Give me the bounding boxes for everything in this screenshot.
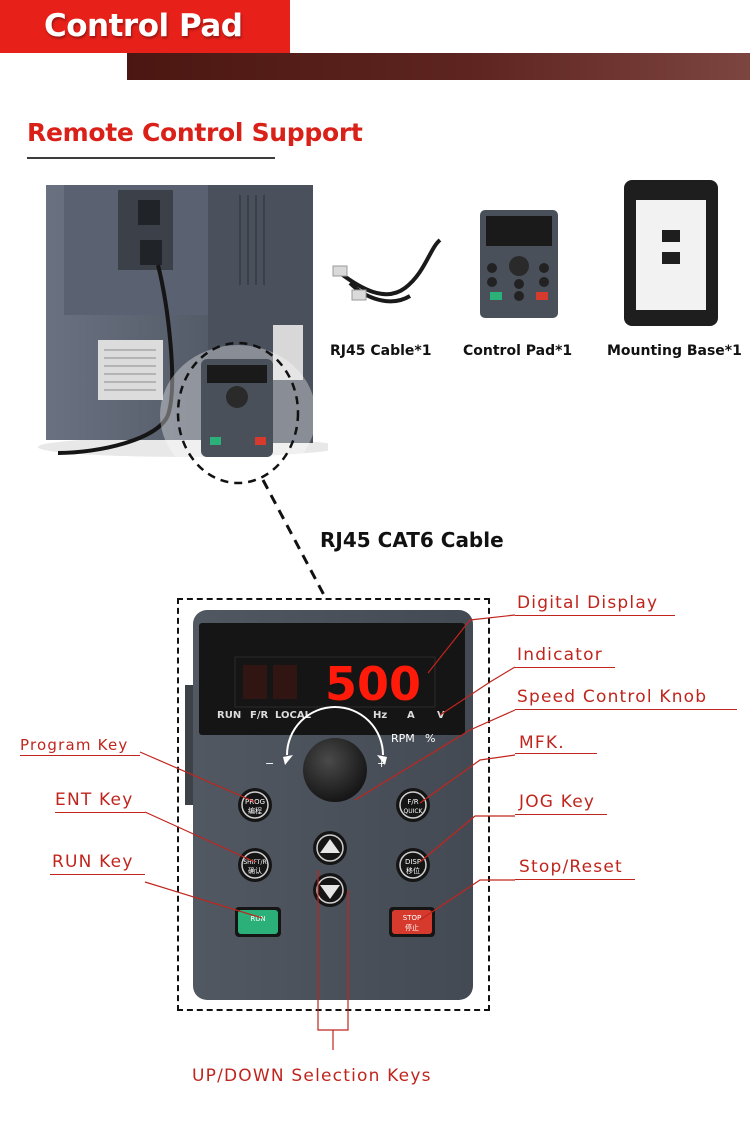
callout-underline [515, 709, 737, 710]
callout-run-key: RUN Key [52, 852, 134, 872]
callout-underline [515, 814, 607, 815]
ent-key[interactable]: SHIFT/R 确认 [238, 848, 272, 882]
keypad-diagram: 500 RUN F/R LOCAL Hz A V RPM % − + PROG … [185, 610, 473, 1000]
mounting-base-image [624, 180, 718, 326]
accessory-label-cable: RJ45 Cable*1 [330, 343, 432, 359]
plus-label: + [377, 757, 386, 770]
callout-underline [50, 874, 145, 875]
subtitle-underline [27, 157, 275, 159]
rj45-cable-image [332, 238, 442, 304]
svg-text:QUICK: QUICK [403, 808, 423, 815]
display-readout: 500 [325, 657, 421, 711]
callout-stop-reset: Stop/Reset [519, 857, 623, 877]
down-key[interactable] [313, 873, 347, 907]
callout-program-key: Program Key [20, 736, 129, 754]
svg-text:停止: 停止 [405, 923, 419, 932]
callout-updown-keys: UP/DOWN Selection Keys [192, 1066, 432, 1086]
page-title: Control Pad [44, 8, 243, 44]
zoom-ellipse [176, 341, 300, 485]
callout-underline [515, 615, 675, 616]
indicator-v: V [437, 710, 445, 721]
svg-text:F/R: F/R [407, 798, 418, 806]
cable-connector-line [261, 479, 327, 598]
svg-text:移位: 移位 [406, 866, 420, 875]
svg-text:SHIFT/R: SHIFT/R [243, 859, 266, 866]
up-arrow-icon [320, 839, 340, 853]
up-key[interactable] [313, 831, 347, 865]
down-arrow-icon [320, 885, 340, 899]
svg-text:RUN: RUN [250, 915, 265, 923]
frq-key[interactable]: F/R QUICK [396, 788, 430, 822]
indicator-run: RUN [217, 710, 241, 721]
callout-mfk: MFK. [519, 733, 565, 753]
callout-underline [515, 753, 597, 754]
callout-underline [20, 755, 140, 756]
minus-label: − [265, 757, 274, 770]
disp-key[interactable]: DISP 移位 [396, 848, 430, 882]
control-pad-image [480, 210, 558, 318]
rpm-label: RPM [391, 732, 415, 745]
callout-leader-lines [139, 614, 516, 1050]
callout-digital-display: Digital Display [517, 593, 659, 613]
section-subtitle: Remote Control Support [27, 118, 363, 147]
callout-underline [515, 667, 615, 668]
accessory-label-pad: Control Pad*1 [463, 343, 573, 359]
svg-text:确认: 确认 [248, 866, 262, 875]
title-banner [0, 0, 290, 53]
run-key[interactable]: RUN [235, 907, 281, 937]
callout-underline [55, 812, 145, 813]
cable-label: RJ45 CAT6 Cable [320, 528, 504, 552]
callout-speed-knob: Speed Control Knob [517, 687, 708, 707]
indicator-hz: Hz [373, 710, 387, 721]
speed-control-knob[interactable] [303, 738, 367, 802]
svg-text:STOP: STOP [403, 914, 421, 922]
callout-underline [515, 879, 635, 880]
keypad-frame [177, 598, 490, 1011]
display-value: 500 [325, 657, 421, 711]
callout-jog-key: JOG Key [519, 792, 596, 812]
inverter-illustration [38, 185, 328, 485]
percent-label: % [425, 732, 435, 745]
callout-ent-key: ENT Key [55, 790, 134, 810]
callout-indicator: Indicator [517, 645, 603, 665]
header-accent-bar [127, 53, 750, 80]
indicator-local: LOCAL [275, 710, 312, 721]
accessory-label-base: Mounting Base*1 [607, 343, 742, 359]
svg-text:编程: 编程 [248, 806, 262, 815]
svg-text:DISP: DISP [405, 858, 421, 866]
indicator-fr: F/R [250, 710, 268, 721]
stop-key[interactable]: STOP 停止 [389, 907, 435, 937]
indicator-a: A [407, 710, 415, 721]
